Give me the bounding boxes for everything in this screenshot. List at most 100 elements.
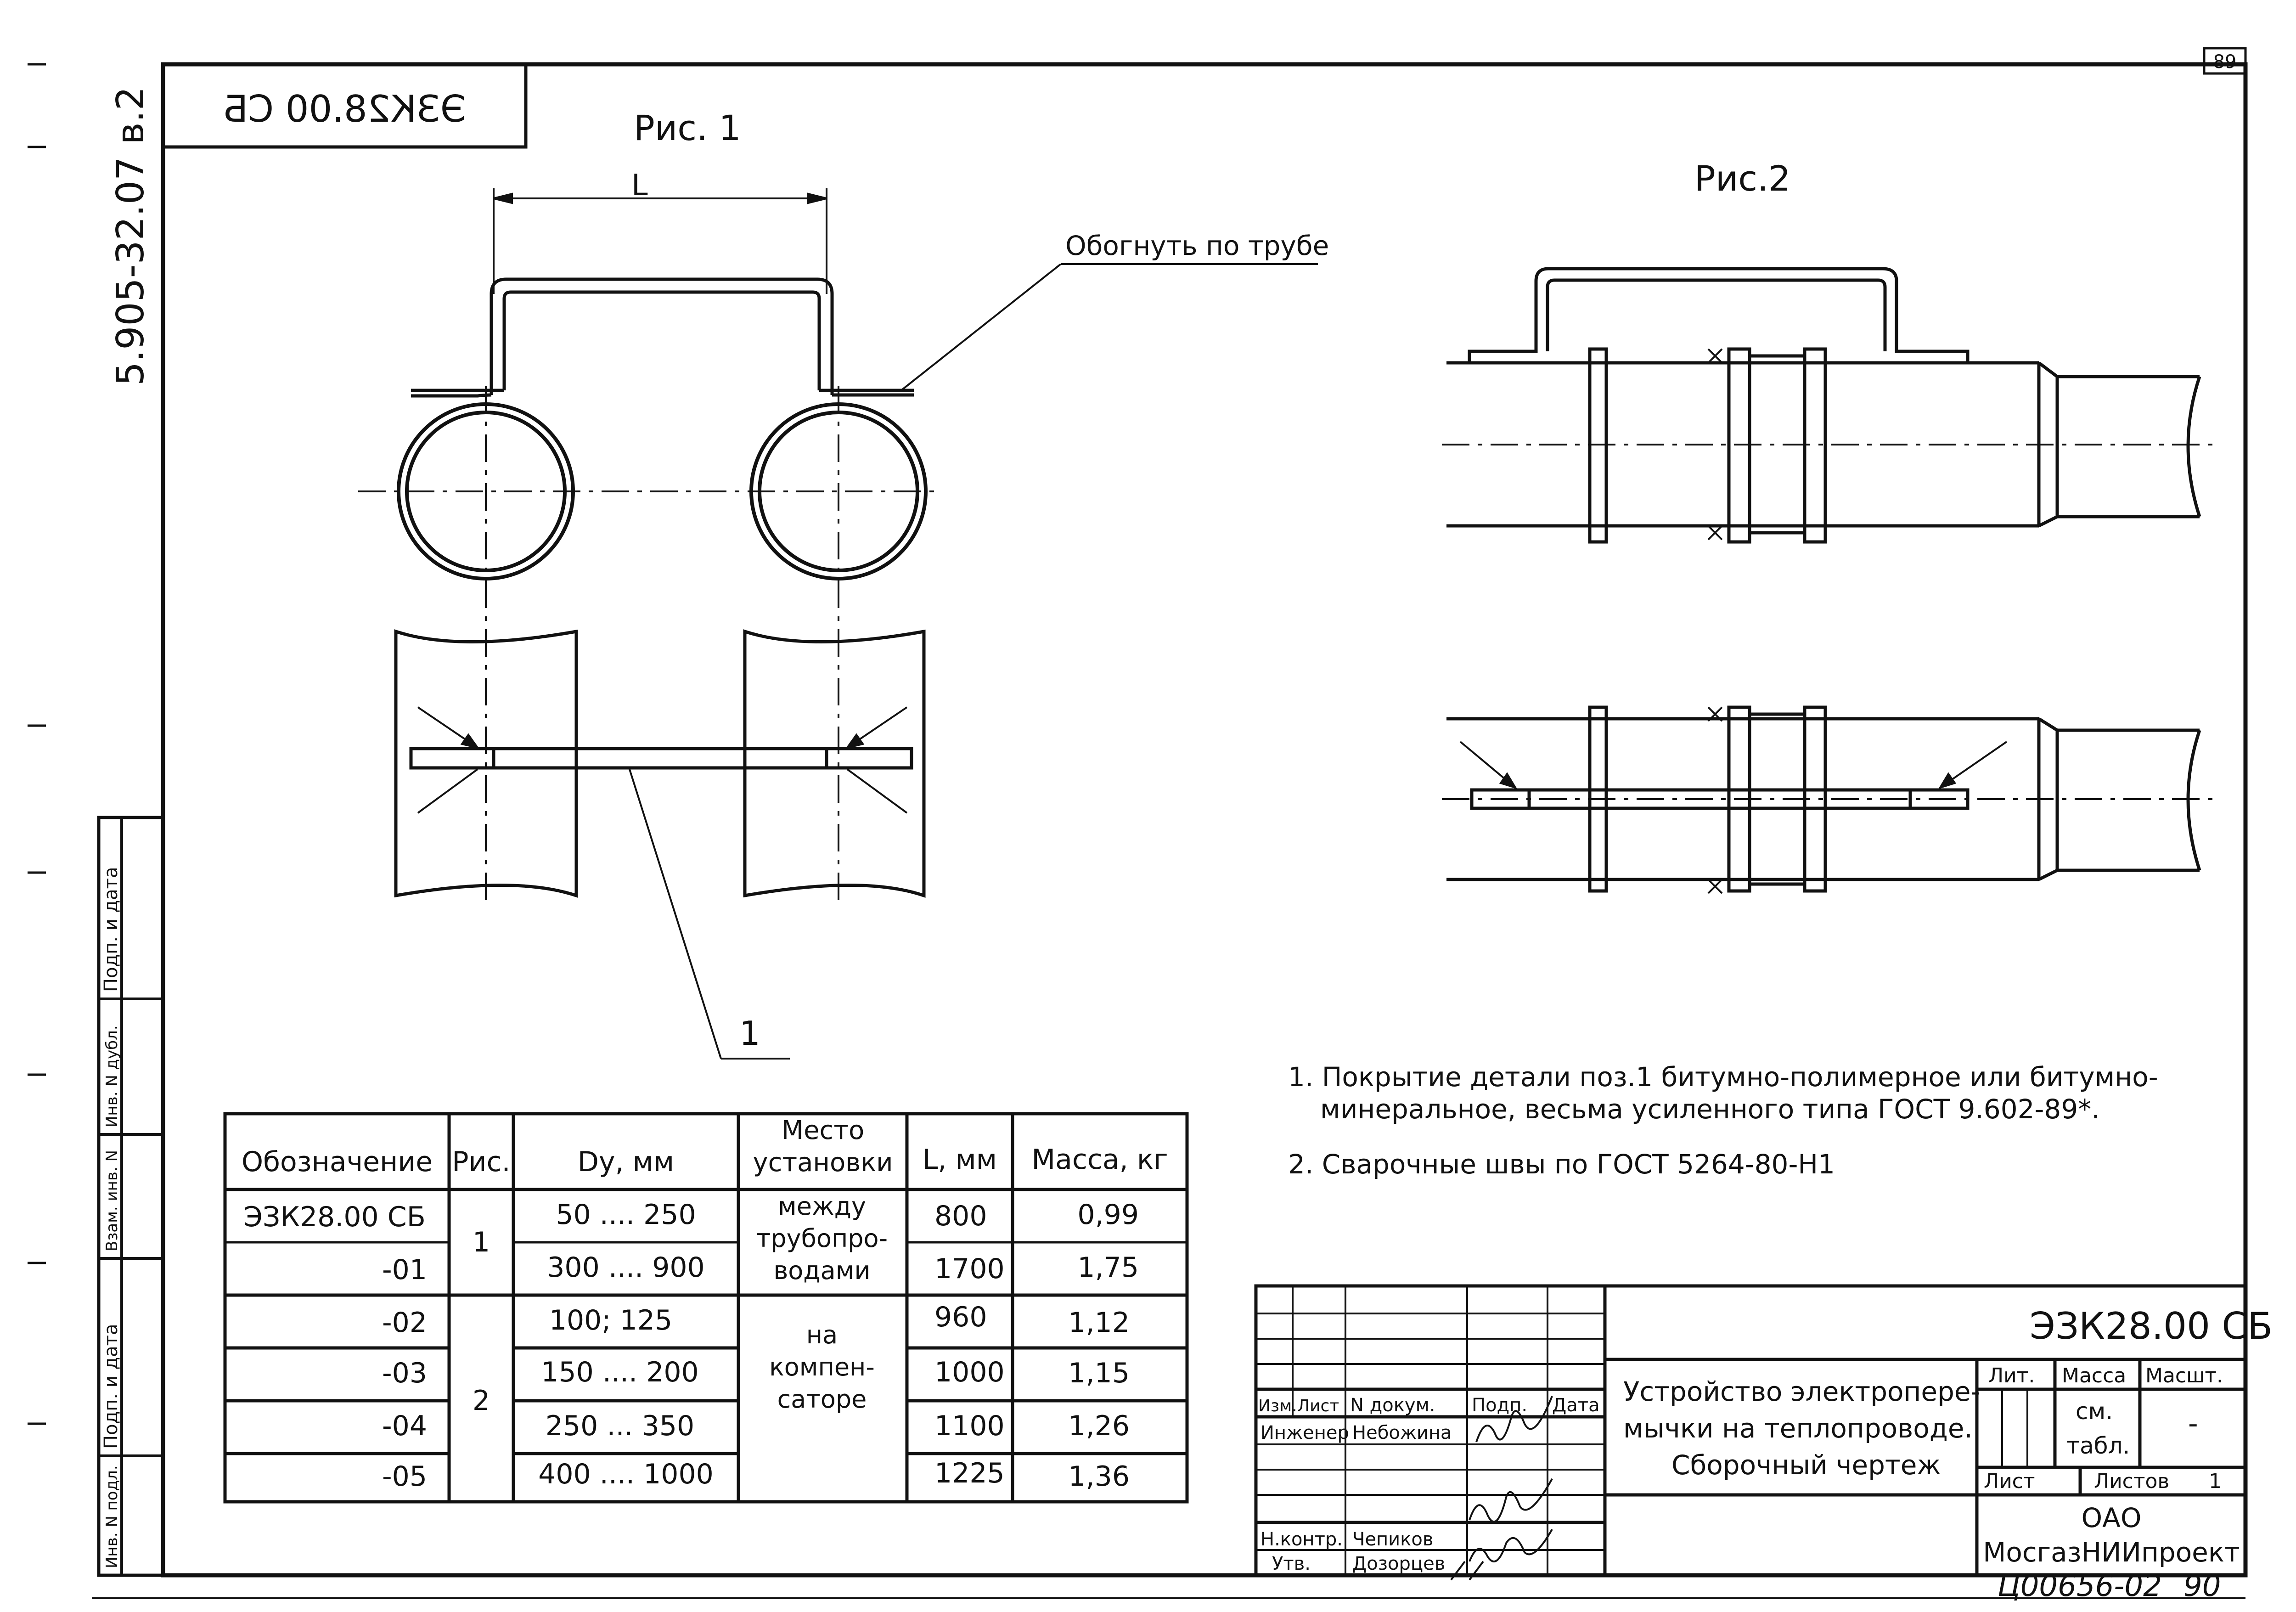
cell-fig-1: 1: [473, 1226, 490, 1258]
cell-dy: 300 .... 900: [547, 1251, 704, 1284]
cell-length: 800: [934, 1200, 987, 1232]
tb-mass-label: Масса: [2062, 1364, 2126, 1387]
tb-mass-value-1: см.: [2076, 1398, 2113, 1425]
outer-frame: [161, 62, 2248, 1578]
fig1-position-label: 1: [739, 1014, 760, 1053]
fig2-title: Рис.2: [1694, 158, 1791, 199]
tb-role-normcontrol: Н.контр.: [1261, 1529, 1343, 1550]
th-mass: Масса, кг: [1031, 1144, 1168, 1176]
tb-name-normcontrol: Чепиков: [1352, 1529, 1433, 1550]
cell-place-1-line-2: трубопро-: [756, 1224, 888, 1253]
fig1-position-leader: [628, 767, 790, 1060]
tb-org-line-1: ОАО: [2082, 1502, 2142, 1533]
spec-table-header: Обозначение Рис. Dy, мм Место установки …: [242, 1116, 1168, 1178]
cell-designation: -05: [382, 1460, 427, 1493]
mirrored-code-box: [161, 62, 528, 149]
tb-title-line-3: Сборочный чертеж: [1671, 1449, 1941, 1481]
cell-mass: 1,15: [1068, 1357, 1130, 1389]
fig2-top-strap: [1468, 267, 1970, 363]
sheet-number-box: [2203, 47, 2247, 75]
fig1-dimension-label: L: [631, 169, 648, 203]
stamp-inv-dup: Инв. N дубл.: [103, 1025, 121, 1127]
cell-dy: 100; 125: [549, 1304, 672, 1336]
cell-place-2-line-3: саторе: [777, 1385, 867, 1414]
tb-col-change: Изм.: [1258, 1397, 1297, 1415]
cell-fig-2: 2: [473, 1385, 490, 1417]
stamp-replace-inv: Взам. инв. N: [103, 1150, 121, 1251]
margin-ticks: [28, 63, 46, 1425]
cell-length: 960: [934, 1301, 987, 1333]
handwritten-signatures: [1450, 1396, 1553, 1581]
th-place-1: Место: [782, 1116, 864, 1145]
tb-title-line-2: мычки на теплопроводе.: [1623, 1413, 1973, 1444]
table-row: -05 400 .... 1000 1225 1,36: [382, 1457, 1130, 1493]
stamp-sign-date-1: Подп. и дата: [101, 867, 122, 992]
cell-mass: 1,12: [1068, 1307, 1130, 1339]
tb-sheet-label: Лист: [1984, 1470, 2035, 1493]
fig1-pipe-side-views: [394, 629, 926, 898]
cell-length: 1100: [934, 1410, 1005, 1442]
th-designation: Обозначение: [242, 1146, 433, 1178]
tb-lit-label: Лит.: [1988, 1364, 2035, 1387]
cell-mass: 1,75: [1077, 1251, 1139, 1284]
tb-col-sheet: Лист: [1297, 1397, 1339, 1415]
sheet-number: 89: [2213, 51, 2237, 73]
th-length: L, мм: [923, 1144, 997, 1176]
tb-org-line-2: МосгазНИИпроект: [1983, 1537, 2240, 1568]
cell-place-2-line-2: компен-: [769, 1353, 875, 1381]
tb-col-date: Дата: [1552, 1395, 1600, 1416]
cell-designation: -04: [382, 1410, 427, 1442]
table-row: ЭЗК28.00 СБ 50 .... 250 800 0,99: [243, 1199, 1139, 1233]
table-row: -04 250 ... 350 1100 1,26: [382, 1410, 1130, 1442]
fig2-bottom-cross-marks: [1707, 706, 1723, 894]
fig1-dimension: [493, 188, 827, 294]
stamp-sign-date-2: Подп. и дата: [101, 1324, 122, 1449]
cell-dy: 250 ... 350: [546, 1410, 694, 1442]
cell-designation: -02: [382, 1307, 427, 1339]
spec-table-grid: [223, 1112, 1189, 1504]
fig1-title: Рис. 1: [634, 107, 741, 148]
th-fig: Рис.: [452, 1146, 510, 1178]
table-row: -02 100; 125 960 1,12: [382, 1301, 1130, 1339]
cell-dy: 50 .... 250: [556, 1199, 696, 1231]
fig1-callout-leader: [899, 263, 1318, 392]
tb-col-doc: N докум.: [1350, 1395, 1435, 1416]
side-stamp-labels: Подп. и дата Инв. N дубл. Взам. инв. N П…: [101, 867, 122, 1568]
series-code: 5.905-32.07 в.2: [109, 86, 152, 386]
fig1-callout: Обогнуть по трубе: [1065, 230, 1329, 261]
fig1-jumper-bar: [409, 747, 913, 770]
tb-name-approved: Дозорцев: [1352, 1553, 1445, 1574]
table-row: -03 150 .... 200 1000 1,15: [382, 1356, 1130, 1389]
tb-scale-value: -: [2188, 1408, 2198, 1440]
tb-title-line-1: Устройство электропере-: [1623, 1376, 1981, 1407]
cell-dy: 150 .... 200: [541, 1356, 698, 1388]
fig1-centerlines: [358, 386, 941, 900]
cell-dy: 400 .... 1000: [538, 1458, 714, 1490]
table-row: -01 300 .... 900 1700 1,75: [382, 1251, 1139, 1286]
mirrored-code: ЭЗК28.00 СБ: [223, 88, 466, 130]
tb-drawing-code: ЭЗК28.00 СБ: [2030, 1305, 2273, 1347]
tb-scale-label: Масшт.: [2145, 1364, 2223, 1387]
cell-designation: -03: [382, 1357, 427, 1389]
note-1-line-2: минеральное, весьма усиленного типа ГОСТ…: [1320, 1093, 2100, 1125]
cell-mass: 0,99: [1077, 1199, 1139, 1231]
note-2: 2. Сварочные швы по ГОСТ 5264-80-Н1: [1288, 1149, 1835, 1180]
cell-mass: 1,26: [1068, 1410, 1130, 1442]
tb-mass-value-2: табл.: [2066, 1432, 2130, 1459]
th-place-2: установки: [753, 1148, 893, 1178]
cell-mass: 1,36: [1068, 1460, 1130, 1493]
cell-place-1-line-1: между: [778, 1192, 866, 1221]
fig2-top-cross-marks: [1707, 348, 1723, 541]
tb-role-engineer: Инженер: [1261, 1422, 1349, 1443]
cell-designation: ЭЗК28.00 СБ: [243, 1201, 426, 1233]
side-stamp-frame: [97, 816, 165, 1577]
note-1-line-1: 1. Покрытие детали поз.1 битумно-полимер…: [1288, 1061, 2158, 1093]
tb-name-engineer: Небожина: [1352, 1422, 1452, 1443]
fig1-weld-arrows: [417, 706, 908, 814]
tb-role-approved: Утв.: [1272, 1553, 1311, 1574]
fig2-top-pipe: [1446, 361, 2201, 528]
side-stamp-dividers: [99, 817, 163, 1575]
title-block-grid: [1254, 1284, 2247, 1577]
cell-designation: -01: [382, 1254, 427, 1286]
